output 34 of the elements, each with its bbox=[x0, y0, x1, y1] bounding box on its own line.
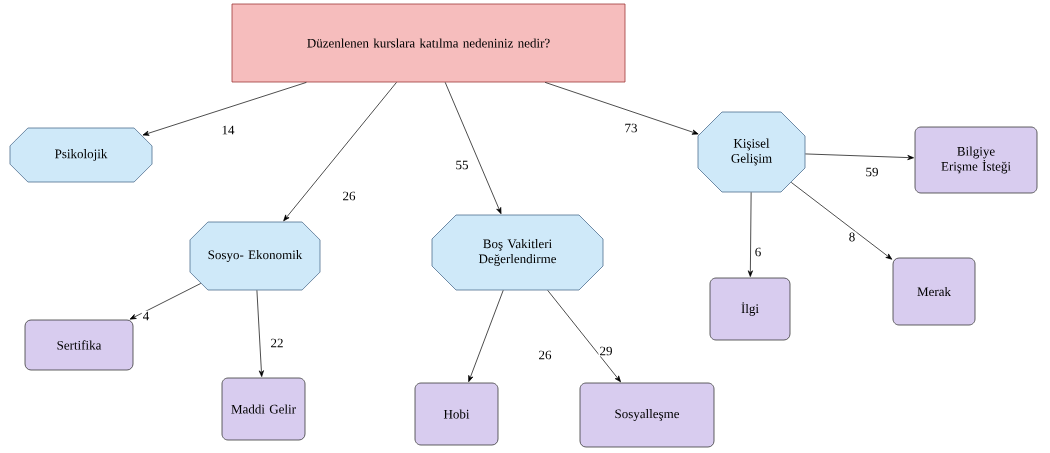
edge-label: 26 bbox=[341, 190, 357, 202]
arrow bbox=[283, 82, 397, 222]
octagon: Kişisel Gelişim bbox=[697, 111, 806, 193]
rounded-box: Sosyalleşme bbox=[579, 382, 715, 448]
rounded-box: Maddi Gelir bbox=[221, 377, 306, 441]
arrow bbox=[468, 290, 504, 383]
arrow bbox=[444, 82, 502, 215]
arrow bbox=[747, 192, 753, 277]
arrow bbox=[256, 290, 264, 377]
edge-label: 59 bbox=[864, 166, 880, 178]
arrow bbox=[547, 290, 621, 383]
rounded-box: Sertifika bbox=[24, 319, 134, 371]
question-box: Düzenlenen kurslara katılma nedeniniz nedir? bbox=[231, 3, 626, 83]
rounded-box: Hobi bbox=[414, 382, 499, 446]
edge-label: 6 bbox=[753, 246, 763, 258]
edge-label: 55 bbox=[454, 159, 470, 171]
arrow bbox=[142, 82, 307, 136]
edge-label: 8 bbox=[847, 231, 857, 243]
edge-label: 22 bbox=[269, 337, 285, 349]
rounded-box: Bilgiye Erişme İsteği bbox=[914, 126, 1038, 194]
rounded-box: İlgi bbox=[709, 277, 791, 341]
arrow bbox=[790, 182, 893, 260]
octagon: Sosyo- Ekonomik bbox=[189, 221, 321, 291]
arrow bbox=[544, 82, 699, 135]
arrow bbox=[805, 153, 914, 161]
edge-label: 4 bbox=[141, 310, 151, 322]
edge-label: 14 bbox=[220, 124, 236, 136]
rounded-box: Merak bbox=[892, 257, 976, 326]
octagon: Boş Vakitleri Değerlendirme bbox=[431, 214, 604, 291]
arrow bbox=[129, 283, 202, 320]
edge-label: 73 bbox=[623, 122, 639, 134]
octagon: Psikolojik bbox=[9, 127, 153, 183]
edge-label: 26 bbox=[537, 349, 553, 361]
edge-label: 29 bbox=[598, 345, 614, 357]
